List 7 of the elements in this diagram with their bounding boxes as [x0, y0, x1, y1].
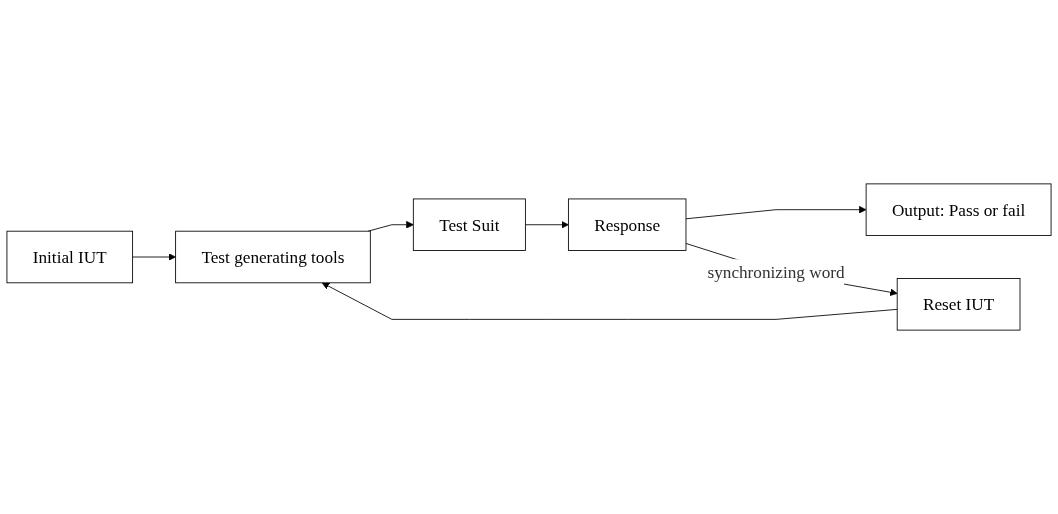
- node-box: Initial IUT: [6, 230, 134, 284]
- edge-label: synchronizing word: [707, 262, 845, 282]
- node-box: Test generating tools: [175, 230, 371, 284]
- node-box: Response: [568, 198, 687, 251]
- node-box: Output: Pass or fail: [865, 183, 1052, 236]
- node-box: Test Suit: [412, 198, 526, 251]
- node-box: Reset IUT: [896, 278, 1021, 331]
